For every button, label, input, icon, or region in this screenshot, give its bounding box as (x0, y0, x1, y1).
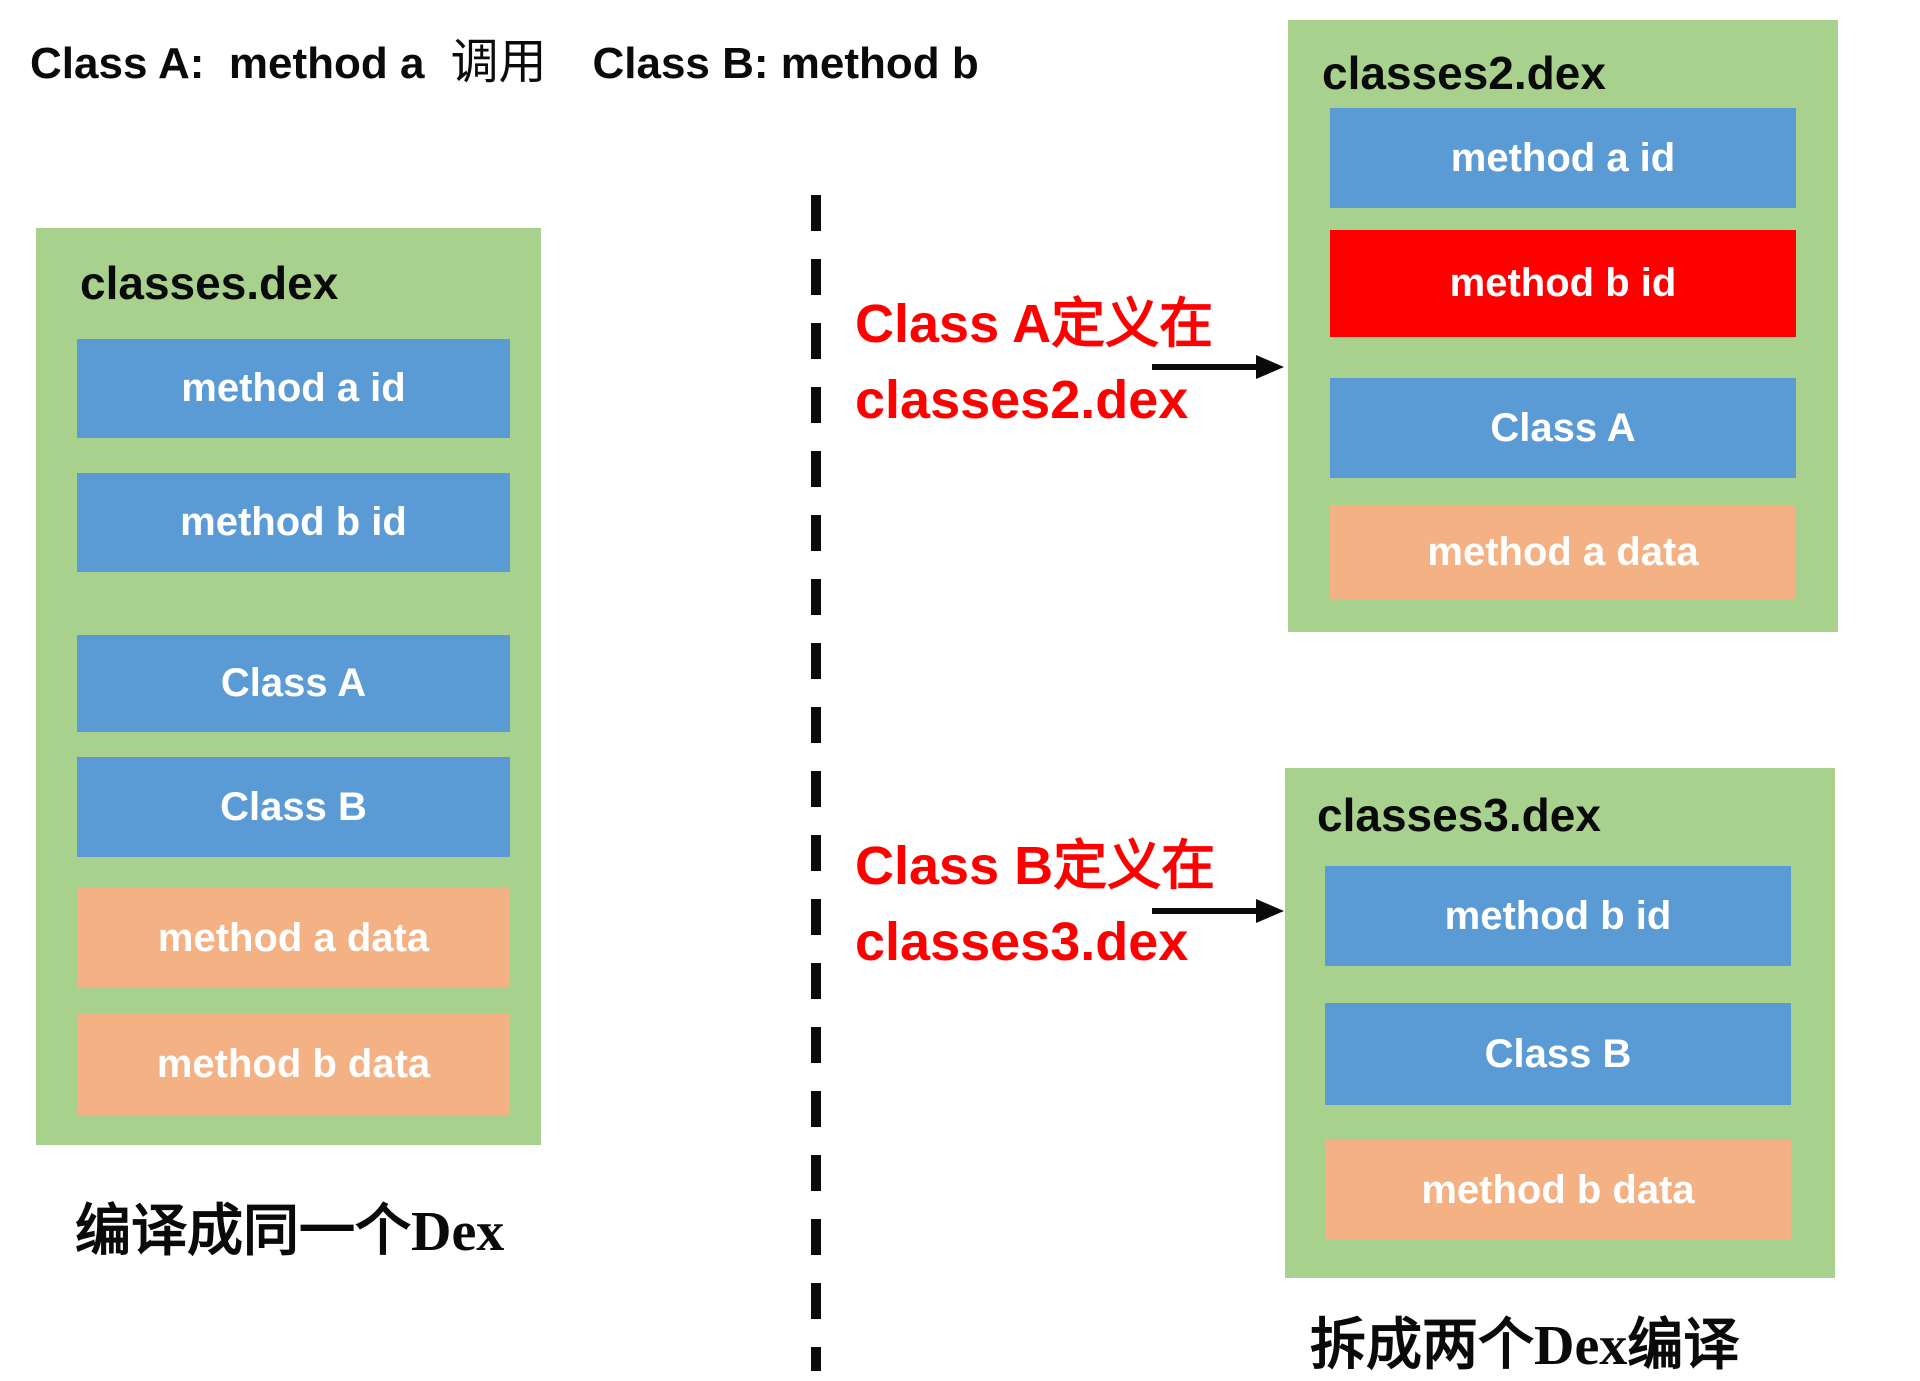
row-class-a: Class A (1330, 378, 1796, 478)
row-class-b: Class B (1325, 1003, 1791, 1105)
row-method-b-id: method b id (77, 473, 510, 572)
classes2-dex-title: classes2.dex (1322, 47, 1606, 99)
dashed-divider (811, 195, 821, 1371)
header-caller-label: Class A: method a (30, 39, 425, 88)
classes-dex-title: classes.dex (80, 257, 339, 309)
row-method-b-data: method b data (77, 1013, 510, 1115)
row-method-a-data: method a data (77, 888, 510, 988)
annotation-class-a-line2: classes2.dex (855, 370, 1189, 430)
right-caption: 拆成两个Dex编译 (1310, 1315, 1740, 1377)
left-caption: 编译成同一个Dex (75, 1201, 505, 1263)
arrow-right-icon (1152, 355, 1284, 379)
row-class-b: Class B (77, 757, 510, 857)
diagram-header: Class A: method a 调用 Class B: method b (30, 22, 979, 92)
row-method-a-id: method a id (77, 339, 510, 438)
classes-dex-box: classes.dex method a id method b id Clas… (36, 228, 541, 1145)
row-class-a: Class A (77, 635, 510, 732)
annotation-class-a: Class A定义在 classes2.dex (855, 286, 1213, 438)
row-method-b-data: method b data (1325, 1140, 1791, 1240)
header-callee-label: Class B: method b (592, 39, 979, 88)
annotation-class-a-line1: Class A定义在 (855, 294, 1214, 354)
annotation-class-b-line2: classes3.dex (855, 912, 1189, 972)
row-method-a-id: method a id (1330, 108, 1796, 208)
row-method-b-id-highlighted: method b id (1330, 230, 1796, 337)
classes2-dex-box: classes2.dex method a id method b id Cla… (1288, 20, 1838, 632)
classes3-dex-box: classes3.dex method b id Class B method … (1285, 768, 1835, 1278)
annotation-class-b-line1: Class B定义在 (855, 836, 1216, 896)
row-method-a-data: method a data (1330, 505, 1796, 600)
arrow-right-icon (1152, 899, 1284, 923)
header-verb-label: 调用 (450, 36, 547, 89)
annotation-class-b: Class B定义在 classes3.dex (855, 828, 1215, 980)
row-method-b-id: method b id (1325, 866, 1791, 966)
classes3-dex-title: classes3.dex (1317, 789, 1601, 841)
